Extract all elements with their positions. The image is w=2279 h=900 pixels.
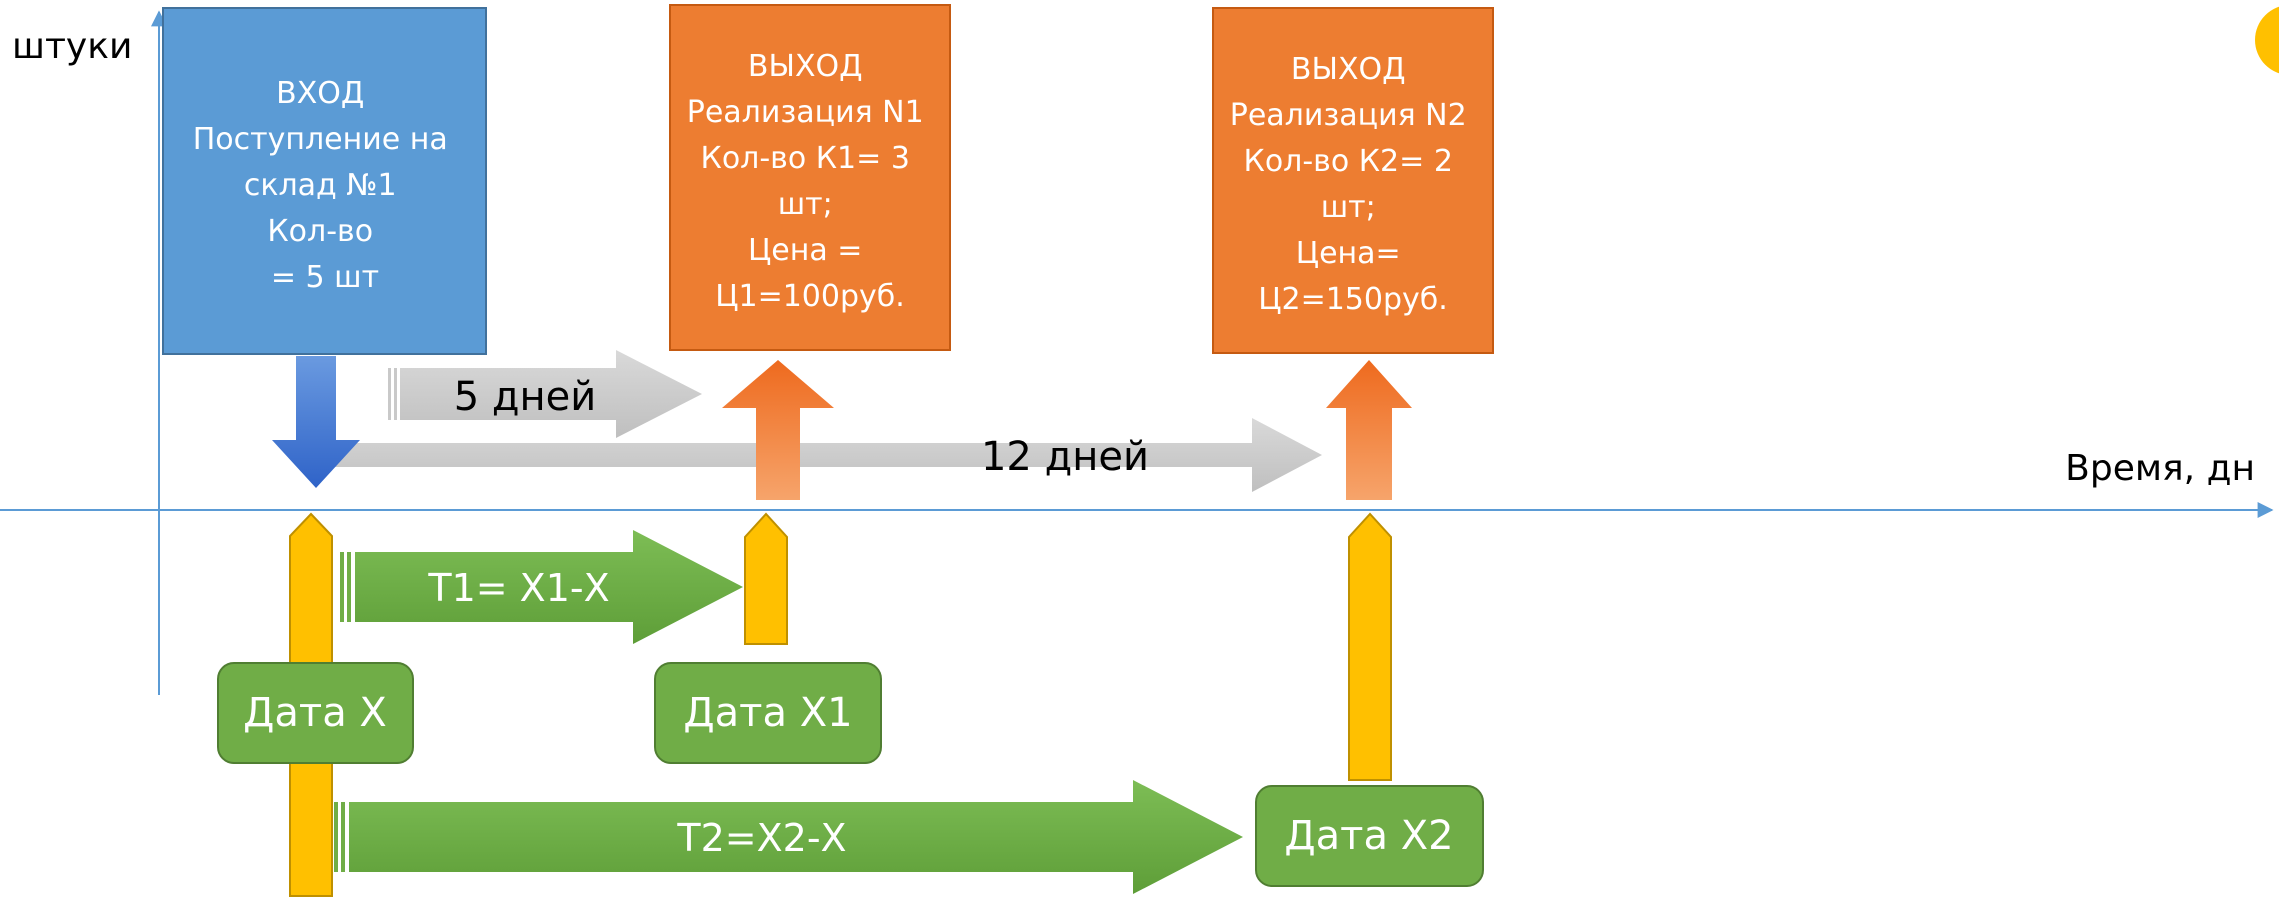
- green-arrow-t2-stripe: [341, 802, 345, 872]
- decorative-circle: [2255, 6, 2279, 74]
- y-axis-label: штуки: [12, 26, 132, 67]
- output-2-up-arrow: [1326, 360, 1412, 500]
- x-axis-label: Время, дн: [2065, 448, 2255, 489]
- date-x2-box: [1255, 785, 1484, 887]
- green-arrow-t1-label: Т1= Х1-Х: [427, 566, 609, 610]
- output-box-1-text: ВЫХОД Реализация N1 Кол-во К1= 3 шт; Цен…: [687, 49, 934, 314]
- date-x-box: [217, 662, 414, 764]
- green-arrow-t2-stripe: [334, 802, 338, 872]
- gray-arrow-5-days-label: 5 дней: [454, 374, 597, 420]
- output-box-2-text: ВЫХОД Реализация N2 Кол-во К2= 2 шт; Цен…: [1230, 52, 1477, 317]
- date-x-label: Дата Х: [243, 690, 387, 736]
- gray-arrow-12-days: [300, 418, 1322, 492]
- green-arrow-t1: [355, 530, 743, 644]
- input-down-arrow: [272, 356, 360, 488]
- output-box-1: [669, 4, 951, 351]
- gray-arrow-12-days-label: 12 дней: [981, 434, 1149, 480]
- gray-arrow-5-stripe: [388, 368, 391, 420]
- input-box: [162, 7, 487, 355]
- green-arrow-t1-stripe: [347, 552, 351, 622]
- output-1-up-arrow: [722, 360, 834, 500]
- output-box-2: [1212, 7, 1494, 354]
- date-x1-box: [654, 662, 882, 764]
- gray-arrow-5-days: [400, 350, 702, 438]
- green-arrow-t2-label: Т2=Х2-Х: [676, 816, 846, 860]
- input-box-text: ВХОД Поступление на склад №1 Кол-во = 5 …: [193, 76, 458, 295]
- date-x1-label: Дата Х1: [683, 690, 852, 736]
- date-x1-yellow-marker: [744, 512, 788, 645]
- date-x2-yellow-marker: [1348, 512, 1392, 781]
- green-arrow-t1-stripe: [340, 552, 344, 622]
- date-x2-label: Дата Х2: [1284, 813, 1453, 859]
- green-arrow-t2: [349, 780, 1243, 894]
- gray-arrow-5-stripe: [394, 368, 397, 420]
